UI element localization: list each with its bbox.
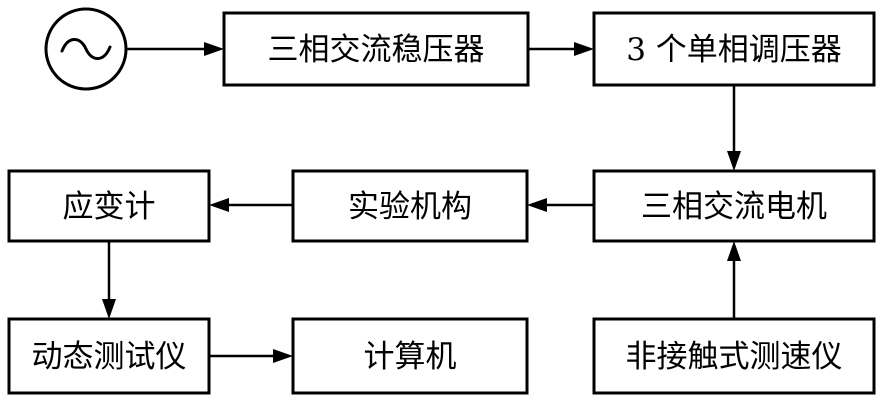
edge-motor-mechanism (527, 198, 594, 212)
node-dynamic-tester: 动态测试仪 (7, 317, 211, 395)
edge-stabilizer-regulators (528, 42, 594, 56)
node-tachometer: 非接触式测速仪 (592, 317, 876, 395)
node-strain-gauge: 应变计 (7, 169, 211, 243)
node-label-mechanism: 实验机构 (348, 189, 472, 225)
node-computer: 计算机 (291, 317, 529, 395)
node-label-dynamic-tester: 动态测试仪 (32, 339, 187, 375)
edge-strain-gauge-dynamic-tester (102, 241, 116, 319)
ac-source-icon (44, 7, 128, 91)
edge-source-stabilizer (126, 42, 224, 56)
edge-dynamic-tester-computer (209, 349, 293, 363)
node-label-motor: 三相交流电机 (641, 189, 827, 225)
node-stabilizer: 三相交流稳压器 (222, 11, 530, 87)
edge-tachometer-motor (727, 241, 741, 319)
node-mechanism: 实验机构 (291, 169, 529, 243)
node-label-regulators: 3 个单相调压器 (626, 32, 842, 68)
node-label-computer: 计算机 (364, 339, 457, 375)
node-label-stabilizer: 三相交流稳压器 (268, 32, 485, 68)
node-label-strain-gauge: 应变计 (63, 189, 156, 225)
node-regulators: 3 个单相调压器 (592, 11, 876, 87)
edge-mechanism-strain-gauge (209, 198, 293, 212)
edge-regulators-motor (727, 85, 741, 171)
node-label-tachometer: 非接触式测速仪 (626, 339, 843, 375)
node-motor: 三相交流电机 (592, 169, 876, 243)
